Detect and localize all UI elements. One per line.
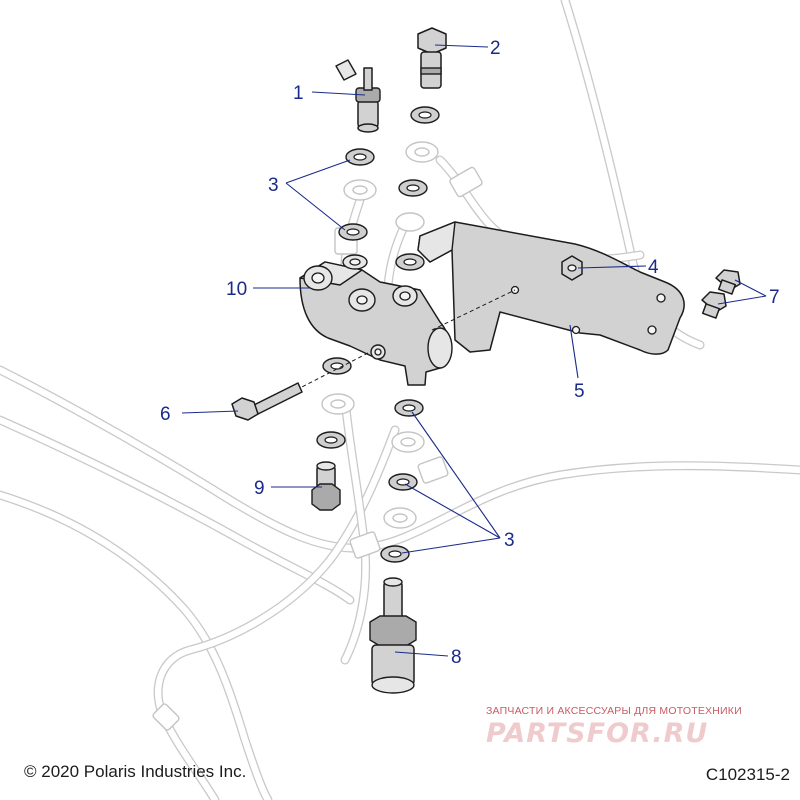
proportioning-valve-part <box>299 254 453 386</box>
bolt-part <box>231 382 303 421</box>
callout-3-lower: 3 <box>504 530 515 551</box>
adapter-fitting-part <box>369 577 417 694</box>
callout-9: 9 <box>254 478 265 499</box>
callout-8: 8 <box>451 647 462 668</box>
callout-5: 5 <box>574 381 585 402</box>
pressure-switch-part <box>335 59 381 133</box>
assembly-axis-line-bracket <box>431 289 516 331</box>
bleeder-screw-part <box>311 461 341 511</box>
callout-4: 4 <box>648 257 659 278</box>
nut-part <box>561 255 583 281</box>
watermark-logo: PARTSFOR.RU <box>486 718 709 749</box>
callout-leaders <box>181 44 767 657</box>
callout-1: 1 <box>293 83 304 104</box>
watermark: ЗАПЧАСТИ И АКСЕССУАРЫ ДЛЯ МОТОТЕХНИКИ PA… <box>486 705 786 749</box>
screws-part <box>701 269 741 319</box>
callout-labels: 1 2 3 4 5 6 7 8 9 10 3 <box>160 38 780 668</box>
mounting-bracket-part <box>417 221 685 355</box>
callout-6: 6 <box>160 404 171 425</box>
callout-2: 2 <box>490 38 501 59</box>
sealing-washers <box>316 106 440 563</box>
figure-id: C102315-2 <box>705 765 790 784</box>
callout-7: 7 <box>769 287 780 308</box>
callout-3-upper: 3 <box>268 175 279 196</box>
watermark-tagline: ЗАПЧАСТИ И АКСЕССУАРЫ ДЛЯ МОТОТЕХНИКИ <box>486 705 742 717</box>
callout-10: 10 <box>226 279 247 300</box>
copyright-text: © 2020 Polaris Industries Inc. <box>24 762 247 781</box>
banjo-bolt-top-part <box>417 27 447 89</box>
hose-banjo-ends <box>152 141 483 731</box>
